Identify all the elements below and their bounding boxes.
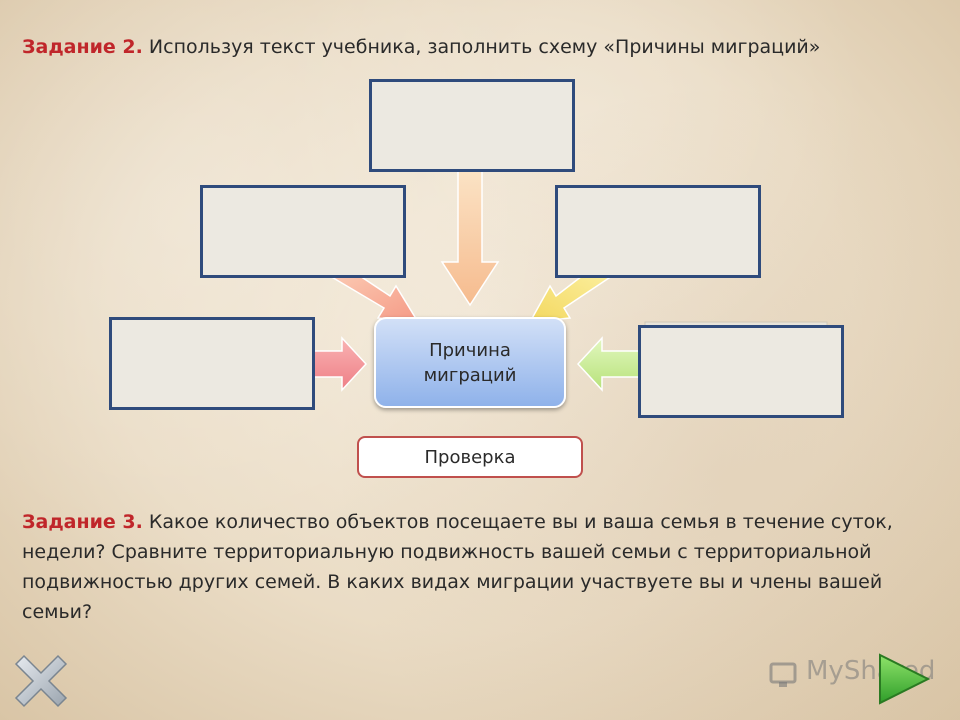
task3-paragraph: Задание 3. Какое количество объектов пос… (22, 507, 922, 627)
task3-text: Какое количество объектов посещаете вы и… (22, 511, 893, 623)
cause-box-upper-left[interactable] (200, 185, 406, 278)
center-node-label: Причина миграций (423, 339, 517, 386)
center-node: Причина миграций (374, 317, 566, 408)
arrow-left (313, 336, 368, 392)
cause-box-left[interactable] (109, 317, 315, 410)
task2-text: Используя текст учебника, заполнить схем… (142, 36, 821, 58)
arrow-upper-right (528, 275, 615, 323)
close-x-icon[interactable] (8, 648, 74, 714)
arrow-top (440, 169, 500, 307)
cause-box-right[interactable] (638, 325, 844, 418)
cause-box-top[interactable] (369, 79, 575, 172)
next-arrow-icon[interactable] (876, 652, 932, 706)
task2-title: Задание 2. (22, 36, 143, 58)
check-button[interactable]: Проверка (357, 436, 583, 478)
cause-box-upper-right[interactable] (555, 185, 761, 278)
arrow-right (576, 336, 643, 392)
arrow-upper-left (327, 275, 420, 323)
task3-title: Задание 3. (22, 511, 143, 533)
task2-heading: Задание 2. Используя текст учебника, зап… (22, 36, 820, 58)
myshared-logo-icon (769, 662, 797, 687)
check-button-label: Проверка (424, 446, 516, 468)
